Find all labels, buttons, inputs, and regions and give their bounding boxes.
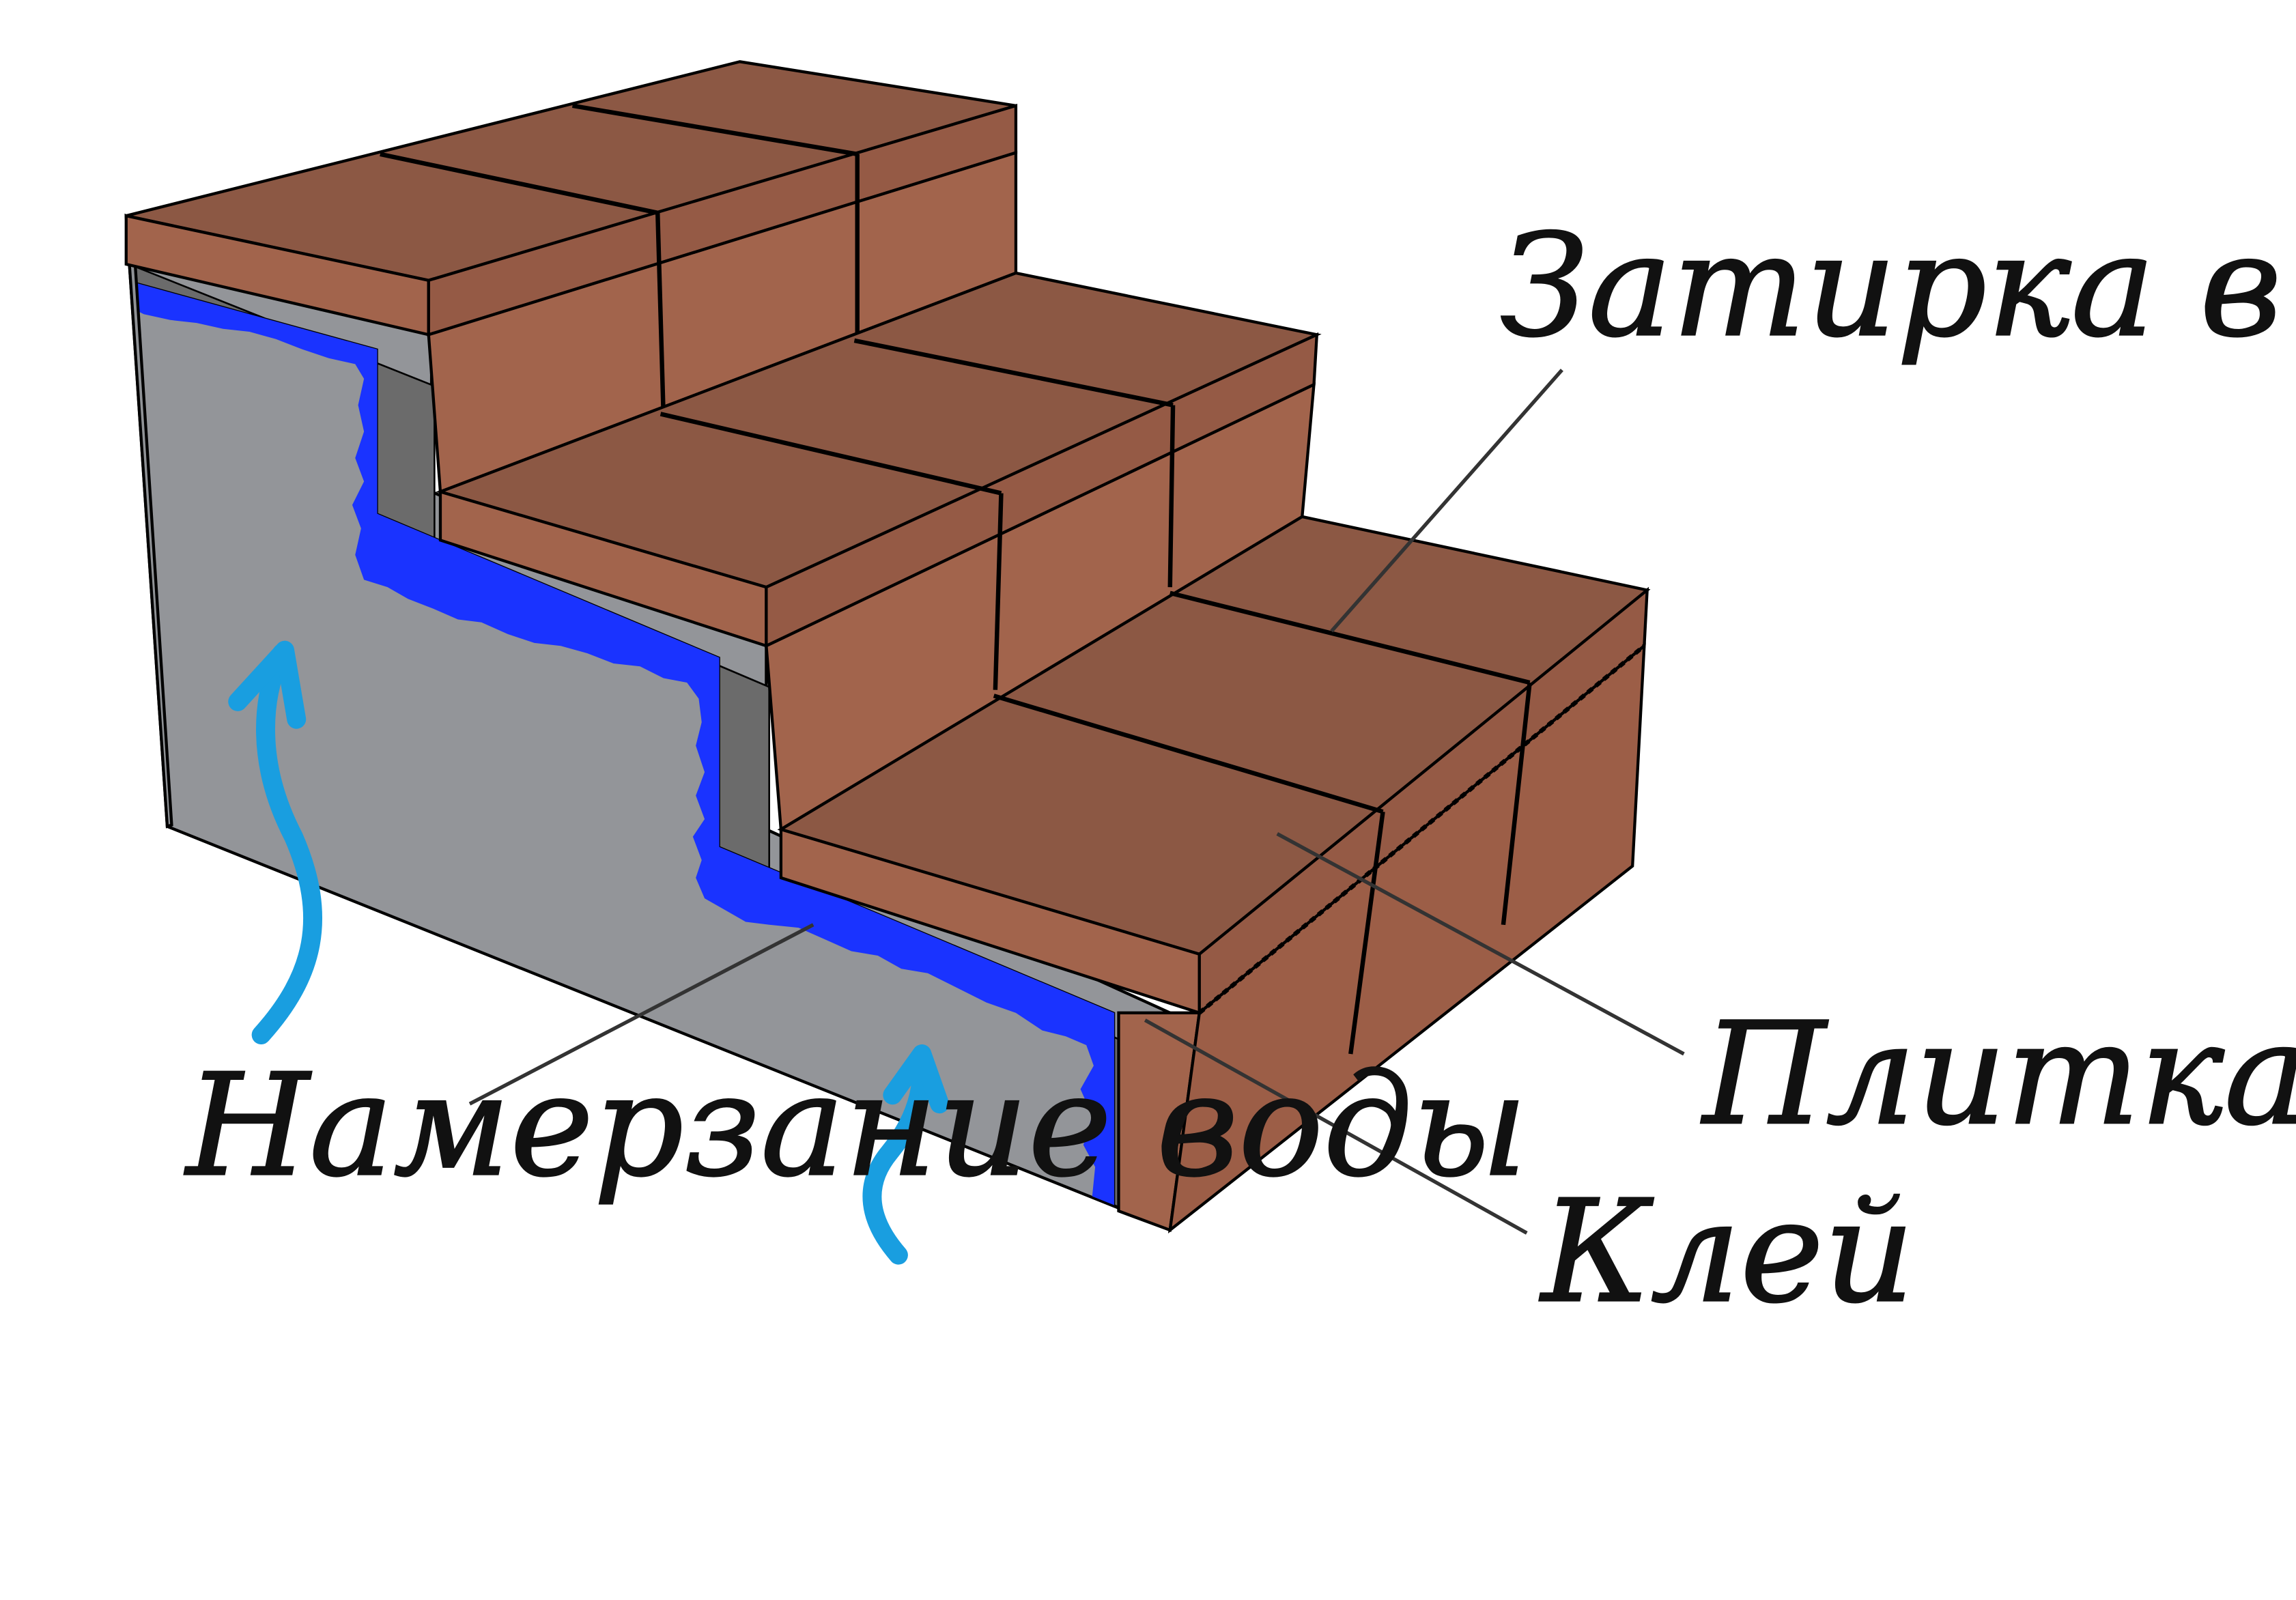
leader-grout bbox=[1330, 369, 1563, 633]
leader-frost bbox=[468, 923, 814, 1106]
leader-lines bbox=[468, 369, 1685, 1235]
leader-tile bbox=[1276, 832, 1685, 1056]
step-top bbox=[124, 60, 1018, 494]
label-grout: Затирка в швах bbox=[1501, 203, 2296, 368]
step-bottom bbox=[777, 515, 1651, 1234]
water-arrow-right bbox=[862, 1050, 931, 1265]
label-frost: Намерзание воды bbox=[184, 1043, 1527, 1208]
water-arrow-left-head bbox=[228, 640, 307, 729]
leader-glue bbox=[1144, 1018, 1528, 1235]
step-middle bbox=[436, 271, 1322, 832]
label-glue: Клей bbox=[1539, 1169, 1914, 1334]
water-arrow-right-head bbox=[883, 1044, 950, 1114]
water-arrow-left bbox=[251, 643, 323, 1045]
water-arrows bbox=[228, 640, 950, 1265]
label-tile: Плитка bbox=[1700, 992, 2296, 1156]
